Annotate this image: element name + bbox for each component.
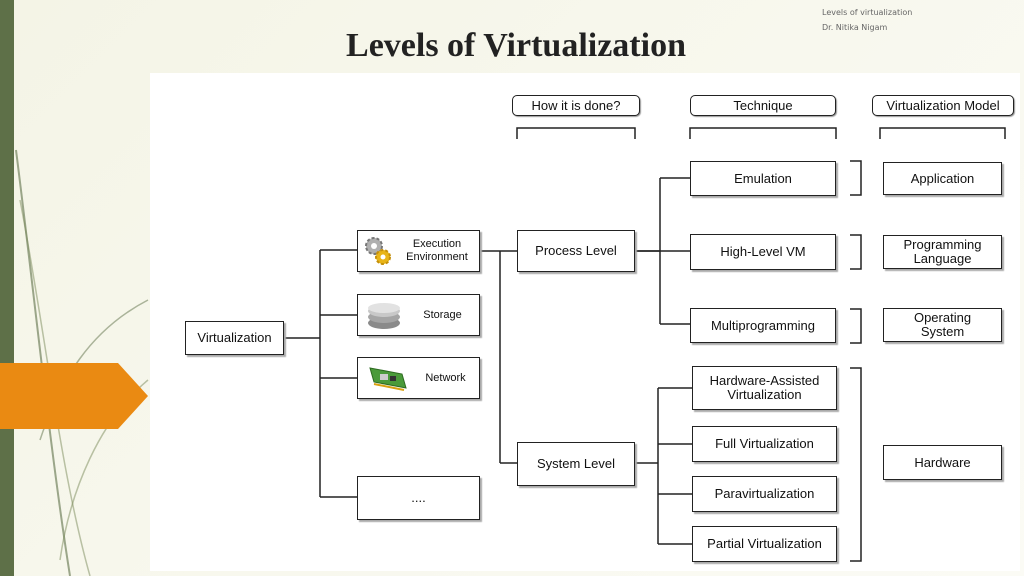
- node-operating-system: Operating System: [883, 308, 1002, 342]
- grass-decoration: [0, 0, 150, 576]
- node-emulation: Emulation: [690, 161, 836, 196]
- os-line2: System: [921, 325, 964, 339]
- storage-label: Storage: [406, 308, 479, 322]
- node-virtualization: Virtualization: [185, 321, 284, 355]
- network-label: Network: [412, 371, 479, 385]
- os-line1: Operating: [914, 311, 971, 325]
- network-card-icon: [366, 362, 412, 394]
- gears-icon: [361, 234, 395, 268]
- node-application: Application: [883, 162, 1002, 195]
- header-note-topic: Levels of virtualization: [822, 8, 912, 17]
- node-hardware-assisted: Hardware-Assisted Virtualization: [692, 366, 837, 410]
- column-header-how: How it is done?: [512, 95, 640, 116]
- column-header-model: Virtualization Model: [872, 95, 1014, 116]
- node-paravirtualization: Paravirtualization: [692, 476, 837, 512]
- node-process-level: Process Level: [517, 230, 635, 272]
- node-multiprogramming: Multiprogramming: [690, 308, 836, 343]
- hw-assisted-line2: Virtualization: [727, 388, 801, 402]
- execution-label-line1: Execution: [395, 238, 479, 251]
- disk-stack-icon: [366, 299, 406, 331]
- prog-line2: Language: [914, 252, 972, 266]
- node-partial-virtualization: Partial Virtualization: [692, 526, 837, 562]
- node-high-level-vm: High-Level VM: [690, 234, 836, 270]
- diagram-panel: How it is done? Technique Virtualization…: [150, 73, 1020, 571]
- node-programming-language: Programming Language: [883, 235, 1002, 269]
- node-more: ....: [357, 476, 480, 520]
- execution-label-line2: Environment: [395, 251, 479, 264]
- node-system-level: System Level: [517, 442, 635, 486]
- column-header-technique: Technique: [690, 95, 836, 116]
- slide-title: Levels of Virtualization: [0, 27, 1024, 65]
- prog-line1: Programming: [903, 238, 981, 252]
- node-storage: Storage: [357, 294, 480, 336]
- node-hardware: Hardware: [883, 445, 1002, 480]
- node-full-virtualization: Full Virtualization: [692, 426, 837, 462]
- node-execution-environment: Execution Environment: [357, 230, 480, 272]
- orange-arrow-shape: [0, 363, 148, 429]
- hw-assisted-line1: Hardware-Assisted: [710, 374, 820, 388]
- node-network: Network: [357, 357, 480, 399]
